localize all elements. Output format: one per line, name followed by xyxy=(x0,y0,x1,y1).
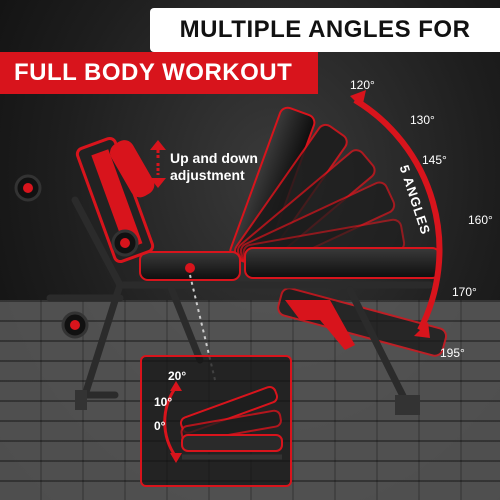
leg-holder xyxy=(14,136,155,339)
seat-angle-inset: 20° 10° 0° xyxy=(140,355,292,487)
seat-angle-10: 10° xyxy=(154,395,173,409)
adjustment-label: Up and down adjustment xyxy=(170,150,258,184)
subheadline-banner: FULL BODY WORKOUT xyxy=(0,52,318,94)
headline-banner: MULTIPLE ANGLES FOR xyxy=(150,8,500,52)
arrow-up-down-icon xyxy=(150,140,166,188)
angle-rack xyxy=(285,300,355,350)
angle-195: 195° xyxy=(440,346,465,360)
headline-line1: MULTIPLE ANGLES FOR xyxy=(179,16,471,43)
bench-frame xyxy=(46,196,434,404)
adjustment-line2: adjustment xyxy=(170,167,245,183)
angle-130: 130° xyxy=(410,113,435,127)
adjustment-line1: Up and down xyxy=(170,150,258,166)
angle-145: 145° xyxy=(422,153,447,167)
angle-170: 170° xyxy=(452,285,477,299)
angle-120: 120° xyxy=(350,78,375,92)
seat-angle-20: 20° xyxy=(168,369,187,383)
angle-160: 160° xyxy=(468,213,493,227)
seat-angle-illustration xyxy=(163,381,283,463)
curved-arrow-icon xyxy=(350,90,443,338)
seat-angle-0: 0° xyxy=(154,419,166,433)
backrest-fan xyxy=(229,106,448,357)
adjust-knob xyxy=(185,263,195,273)
headline-line2: FULL BODY WORKOUT xyxy=(14,59,293,86)
